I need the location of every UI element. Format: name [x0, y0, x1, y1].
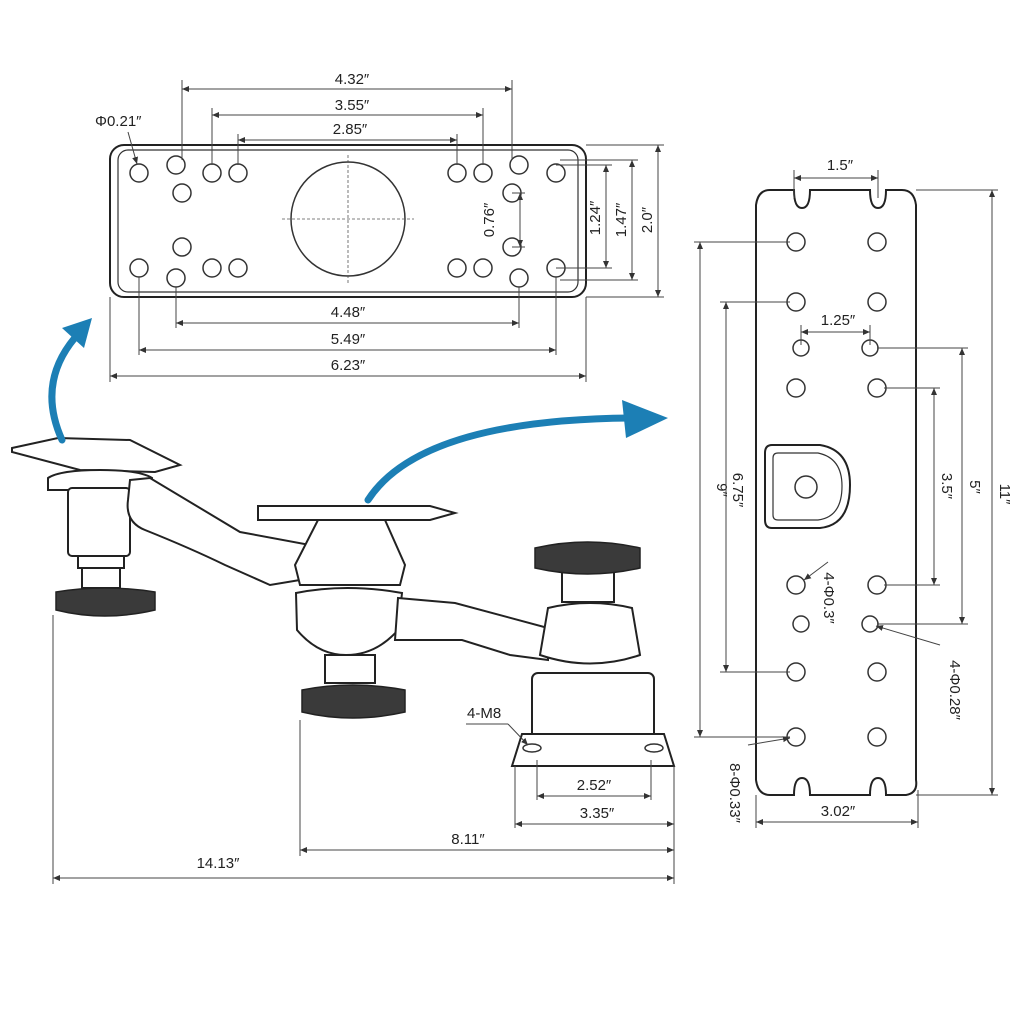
long-plate-drawing: 1.5″ 1.25″ 9″ 6.75″ 3.5″ 5″ 11″ 4-Φ0.3″ — [694, 157, 1013, 828]
center-mount-plate — [257, 505, 459, 521]
dim-3-02: 3.02″ — [821, 803, 856, 820]
left-knob — [55, 587, 156, 617]
left-mount-plate — [11, 436, 183, 474]
dim-2-52: 2.52″ — [577, 777, 612, 794]
dim-3-35: 3.35″ — [580, 805, 615, 822]
right-swivel — [538, 602, 642, 665]
callout-4-phi-0-28: 4-Φ0.28″ — [946, 660, 963, 720]
long-plate-holes — [786, 232, 887, 747]
upper-arm — [126, 476, 312, 587]
dim-6-75: 6.75″ — [729, 473, 746, 508]
hole-diameter-label: Φ0.21″ — [95, 113, 142, 130]
dim-3-55: 3.55″ — [335, 97, 370, 114]
dim-4-48: 4.48″ — [331, 304, 366, 321]
dim-6-23: 6.23″ — [331, 357, 366, 374]
dim-5-49: 5.49″ — [331, 331, 366, 348]
dim-11: 11″ — [996, 484, 1013, 506]
center-swivel — [294, 587, 404, 657]
dim-1-47: 1.47″ — [613, 202, 630, 237]
dim-14-13: 14.13″ — [197, 855, 241, 872]
dim-1-24: 1.24″ — [587, 200, 604, 235]
mount-assembly-drawing: 4-M8 2.52″ 3.35″ 8.11″ 14.13″ — [11, 318, 676, 884]
dim-5: 5″ — [966, 480, 983, 494]
dim-0-76: 0.76″ — [481, 202, 498, 237]
dim-1-25: 1.25″ — [821, 312, 856, 329]
bolt-callout: 4-M8 — [467, 705, 501, 722]
center-knob — [301, 684, 406, 719]
top-plate-holes — [129, 155, 566, 288]
dim-8-11: 8.11″ — [451, 831, 485, 848]
lower-arm — [393, 596, 549, 662]
dim-1-5: 1.5″ — [827, 157, 854, 174]
dim-2-0: 2.0″ — [639, 206, 656, 233]
dim-4-32: 4.32″ — [335, 71, 370, 88]
dim-9: 9″ — [713, 483, 730, 497]
top-plate-drawing: 4.32″ 3.55″ 2.85″ Φ0.21″ 0.76″ 1.24″ 1.4… — [95, 71, 664, 382]
callout-8-phi-0-33: 8-Φ0.33″ — [726, 763, 743, 823]
dim-2-85: 2.85″ — [333, 121, 368, 138]
dim-3-5: 3.5″ — [938, 473, 955, 500]
callout-4-phi-0-3: 4-Φ0.3″ — [820, 572, 837, 624]
right-knob — [534, 541, 641, 575]
